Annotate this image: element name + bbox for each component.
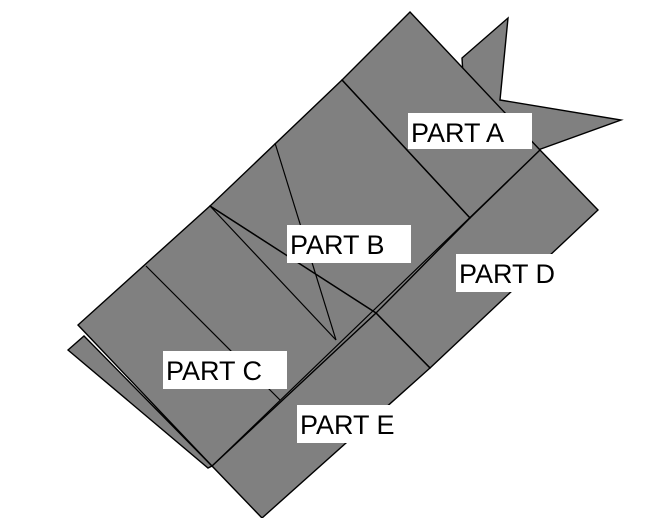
part-e-label: PART E bbox=[300, 410, 395, 440]
part-a-label: PART A bbox=[411, 118, 504, 148]
part-d-label-group: PART D bbox=[456, 254, 582, 292]
part-d-label: PART D bbox=[459, 259, 555, 289]
part-e-label-group: PART E bbox=[297, 405, 423, 443]
divider-de bbox=[375, 312, 431, 369]
part-a-label-group: PART A bbox=[408, 113, 532, 149]
part-b-label-group: PART B bbox=[287, 225, 411, 263]
divider-bc bbox=[209, 205, 337, 341]
part-b-label: PART B bbox=[290, 230, 385, 260]
part-c-label-group: PART C bbox=[163, 351, 287, 389]
divider-ab bbox=[341, 79, 471, 219]
part-c-label: PART C bbox=[166, 356, 262, 386]
divider-body-right bbox=[211, 149, 541, 467]
